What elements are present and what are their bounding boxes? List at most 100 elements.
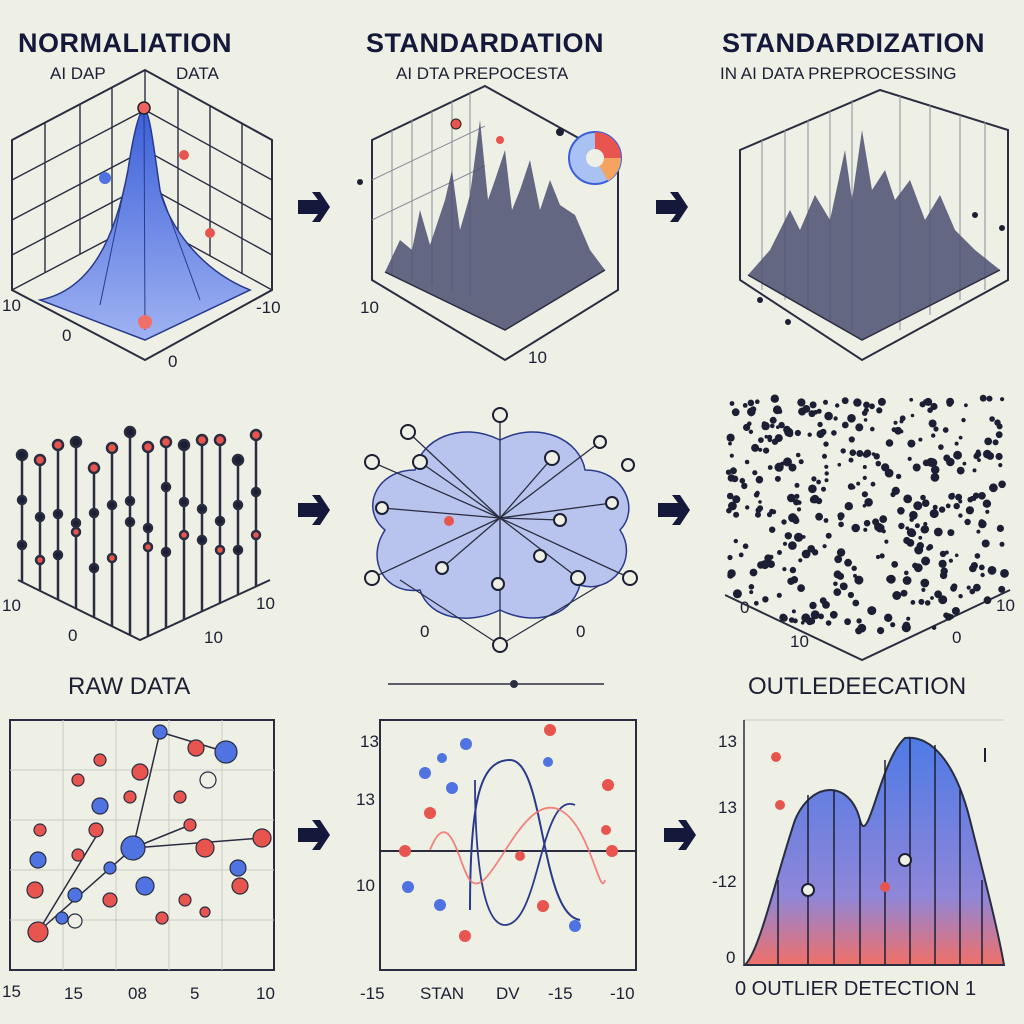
cloud-dot — [870, 426, 875, 432]
stem-dot — [34, 511, 46, 523]
cloud-dot — [987, 566, 997, 575]
cloud-dot — [927, 544, 934, 550]
cloud-dot — [891, 561, 899, 568]
cloud-dot — [863, 527, 868, 532]
cloud-dot — [753, 600, 759, 606]
cloud-dot — [848, 457, 854, 463]
cloud-dot — [978, 564, 985, 571]
stem-dot — [213, 433, 227, 447]
tick-label: 0 — [740, 598, 750, 617]
network-dot — [71, 773, 85, 787]
cloud-dot — [733, 538, 738, 544]
cloud-dot — [758, 437, 764, 443]
network-dot — [199, 906, 211, 918]
tick-label: 0 — [68, 626, 78, 645]
cloud-dot — [725, 469, 732, 475]
stem-dot — [142, 541, 154, 553]
cloud-dot — [856, 481, 861, 486]
tick-label: 0 — [952, 628, 962, 647]
cloud-dot — [976, 529, 981, 534]
cloud-dot — [821, 486, 826, 492]
stem-dot — [124, 495, 136, 507]
cloud-dot — [879, 515, 888, 523]
cloud-dot — [875, 460, 882, 467]
cloud-dot — [769, 416, 777, 424]
cloud-dot — [802, 405, 811, 413]
cloud-dot — [920, 578, 930, 588]
stem-dot — [106, 552, 118, 564]
cloud-dot — [841, 421, 849, 429]
cloud-dot — [961, 417, 966, 423]
cloud-dot — [933, 527, 943, 537]
cloud-dot — [967, 496, 974, 503]
cloud-dot — [998, 480, 1006, 489]
cloud-dot — [890, 622, 896, 628]
cloud-dot — [921, 499, 930, 508]
cloud-dot — [921, 587, 926, 593]
cloud-dot — [744, 459, 750, 465]
stem-dot — [88, 507, 100, 519]
cloud-dot — [729, 453, 734, 458]
cloud-dot — [748, 429, 754, 434]
cloud-dot — [809, 401, 817, 409]
stem-dot — [250, 486, 262, 498]
network-dot — [183, 818, 197, 832]
cloud-dot — [934, 590, 942, 599]
network-dot — [231, 877, 249, 895]
cloud-dot — [851, 565, 857, 571]
stem-dot — [87, 461, 101, 475]
cloud-dot — [877, 397, 886, 406]
tick-label: 10 — [790, 632, 809, 651]
cloud-dot — [862, 504, 867, 508]
cloud-dot — [930, 465, 940, 475]
cloud-dot — [732, 589, 742, 599]
cloud-dot — [897, 507, 905, 515]
cloud-dot — [856, 450, 864, 457]
stem-dot — [196, 503, 208, 515]
cloud-dot — [733, 511, 740, 518]
cloud-dot — [849, 449, 857, 457]
cloud-dot — [867, 606, 877, 616]
stem-dot — [160, 481, 172, 493]
cloud-dot — [884, 539, 889, 544]
cloud-dot — [958, 435, 963, 440]
arrow-right-icon — [298, 820, 330, 850]
tick-label: 13 — [718, 798, 737, 817]
cloud-dot — [907, 439, 916, 448]
stem-dot — [214, 515, 226, 527]
cloud-dot — [912, 562, 919, 569]
cloud-dot — [892, 591, 902, 600]
cloud-dot — [745, 505, 750, 510]
cloud-dot — [877, 627, 885, 635]
cloud-dot — [753, 492, 760, 498]
network-dot — [155, 911, 169, 925]
cloud-dot — [739, 477, 746, 484]
cloud-dot — [910, 512, 918, 520]
stan-label: STAN — [420, 984, 465, 1003]
network-dot — [229, 859, 247, 877]
cloud-dot — [838, 521, 844, 528]
cloud-dot — [902, 576, 912, 585]
cloud-dot — [809, 601, 817, 610]
tick-label: 0 — [168, 352, 178, 371]
cloud-dot — [782, 567, 787, 572]
subtitle-right: IN AI DATA PREPROCESSING — [720, 64, 957, 83]
cloud-dot — [835, 403, 840, 408]
cloud-dot — [969, 588, 976, 595]
cloud-dot — [989, 416, 995, 422]
tick-label: 10 — [2, 296, 21, 315]
cloud-dot — [989, 483, 998, 493]
cloud-dot — [863, 519, 871, 527]
network-dot — [252, 828, 272, 848]
cloud-dot — [950, 584, 957, 592]
cloud-dot — [817, 515, 822, 520]
cloud-dot — [973, 453, 980, 460]
cloud-dot — [978, 492, 986, 500]
cloud-dot — [749, 590, 754, 595]
cloud-dot — [726, 433, 735, 442]
cloud-dot — [876, 407, 883, 414]
cloud-dot — [764, 554, 772, 562]
cloud-dot — [870, 481, 876, 487]
network-dot — [67, 887, 83, 903]
cloud-dot — [757, 505, 764, 512]
